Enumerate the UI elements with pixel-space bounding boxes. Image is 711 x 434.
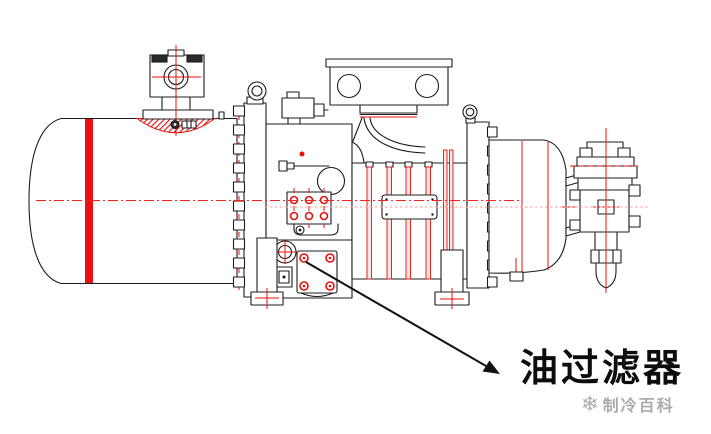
tank-weld-seam	[85, 119, 93, 283]
bolted-cover-plate	[286, 188, 339, 236]
check-valve-assembly	[569, 128, 641, 293]
oil-separator-tank	[28, 111, 238, 285]
end-casing	[488, 139, 567, 282]
rear-support-foot	[434, 249, 470, 309]
rear-lifting-eye-icon	[462, 104, 478, 120]
watermark: ❄ 制冷百科	[581, 392, 675, 416]
callout-arrow	[305, 261, 500, 374]
lifting-eye-icon	[247, 81, 267, 101]
solenoid-valve	[281, 91, 329, 125]
centerlines	[36, 200, 648, 208]
pressure-tap-plug	[278, 151, 330, 172]
front-support-foot	[250, 237, 284, 309]
oil-filter	[273, 225, 338, 298]
snowflake-icon: ❄	[581, 391, 599, 416]
terminal-bracket	[325, 58, 453, 154]
drain-plug	[509, 271, 524, 282]
flange-bolt-tabs	[232, 105, 246, 288]
oil-filter-label: 油过滤器	[520, 345, 685, 390]
top-shutoff-valve	[142, 45, 214, 136]
motor-tie-rods	[365, 149, 454, 280]
watermark-text: 制冷百科	[602, 396, 675, 415]
oil-sight-glass	[316, 166, 346, 196]
